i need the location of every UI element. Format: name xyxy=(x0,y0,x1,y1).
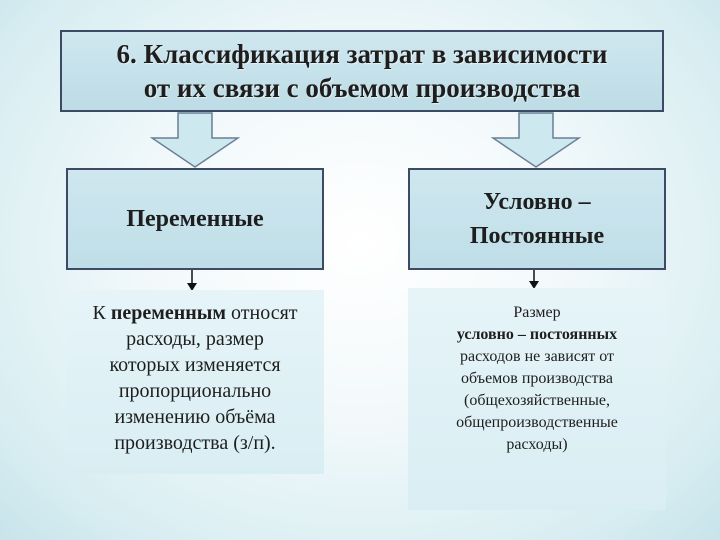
connector-arrow-right-icon xyxy=(528,270,540,295)
variable-desc-emphasis: переменным xyxy=(110,302,227,324)
down-arrow-left-icon xyxy=(150,112,240,168)
variable-desc-line-3: которых изменяется xyxy=(109,354,281,376)
category-semi-fixed-box: Условно – Постоянные xyxy=(408,168,666,270)
semi-fixed-desc-line-2: условно – постоянных xyxy=(456,326,618,343)
semi-fixed-desc-line-7: расходы) xyxy=(506,436,568,453)
variable-description: К переменным относят расходы, размер кот… xyxy=(66,290,324,474)
variable-desc-line-6: производства (з/п). xyxy=(114,432,276,454)
category-variable-box: Переменные xyxy=(66,168,324,270)
title-box: 6. Классификация затрат в зависимости от… xyxy=(60,30,664,112)
title-line-1: 6. Классификация затрат в зависимости xyxy=(116,39,608,69)
semi-fixed-desc-line-4: объемов производства xyxy=(461,370,613,387)
semi-fixed-desc-line-1: Размер xyxy=(513,304,561,321)
semi-fixed-desc-line-6: общепроизводственные xyxy=(456,414,618,431)
connector-arrow-left-icon xyxy=(186,270,198,297)
variable-desc-line-1: К переменным относят xyxy=(66,300,324,326)
category-variable-label: Переменные xyxy=(126,206,264,232)
variable-desc-prefix: К xyxy=(92,302,111,324)
semi-fixed-desc-line-3: расходов не зависят от xyxy=(459,348,615,365)
title-line-2: от их связи с объемом производства xyxy=(143,73,581,103)
variable-desc-suffix: относят xyxy=(226,302,298,324)
variable-desc-line-4: пропорционально xyxy=(118,380,272,402)
category-semi-fixed-label-2: Постоянные xyxy=(469,223,605,249)
variable-desc-line-5: изменению объёма xyxy=(114,406,276,428)
semi-fixed-desc-line-5: (общехозяйственные, xyxy=(464,392,610,409)
category-semi-fixed-label-1: Условно – xyxy=(483,189,591,215)
semi-fixed-description: Размер условно – постоянных расходов не … xyxy=(408,288,666,510)
variable-desc-line-2: расходы, размер xyxy=(126,328,264,350)
down-arrow-right-icon xyxy=(491,112,581,168)
